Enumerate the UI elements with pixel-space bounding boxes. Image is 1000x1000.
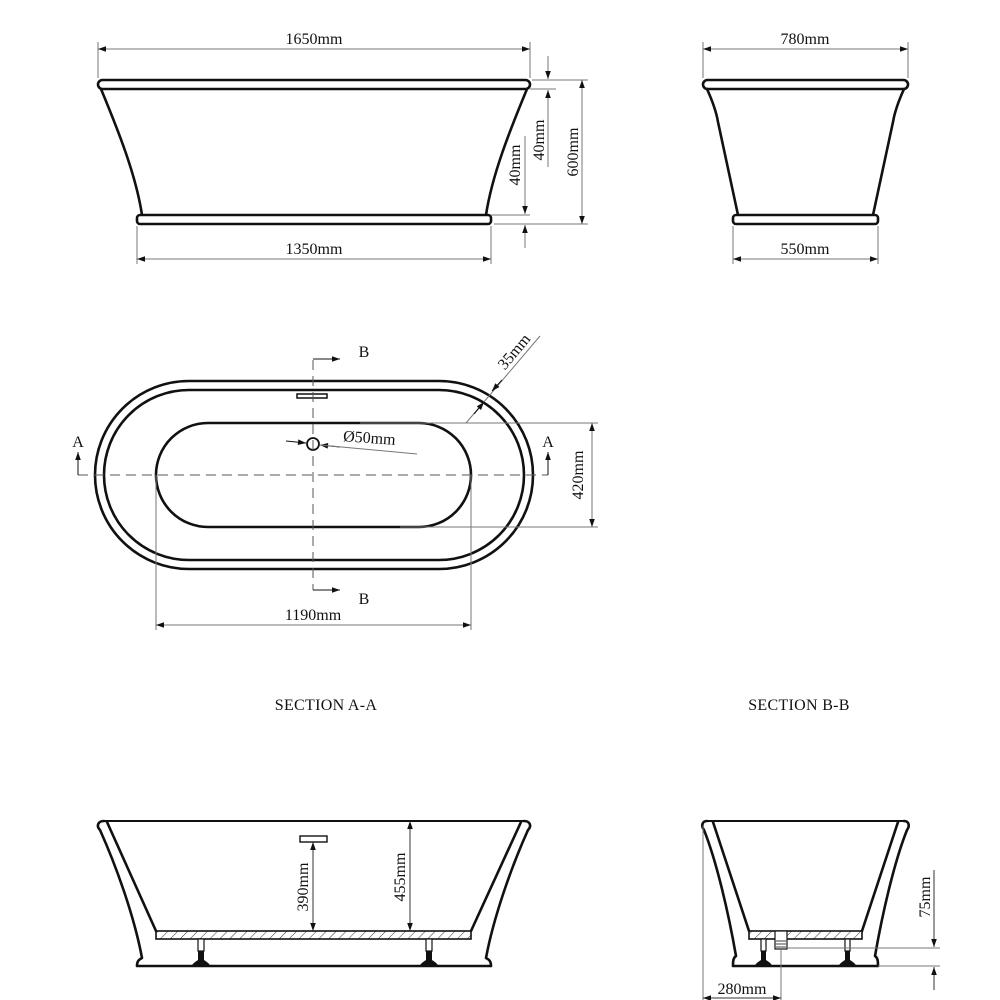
leveling-foot-b-left (755, 938, 772, 966)
dim-internal-depth: 455mm (392, 852, 409, 901)
overflow-slot (296, 393, 328, 399)
dim-base-width: 550mm (781, 241, 830, 258)
dim-top-width: 780mm (781, 31, 830, 48)
end-plinth (731, 213, 880, 226)
waste-fitting (774, 930, 788, 950)
side-rim (96, 78, 532, 91)
section-marker-b-top: B (359, 344, 370, 361)
leveling-foot-b-right (839, 938, 856, 966)
overflow-section (299, 835, 328, 843)
side-plinth (135, 213, 493, 226)
dim-base-length: 1350mm (286, 241, 343, 258)
end-rim (701, 78, 910, 91)
leveling-foot-left (192, 938, 210, 966)
plan-view: A A B B 1190mm 420mm 35mm Ø50mm (72, 331, 598, 630)
dim-overflow-height: 390mm (295, 862, 312, 911)
bath-floor-section-b (748, 930, 863, 940)
dim-rim-thickness: 35mm (495, 331, 535, 374)
dim-plinth-height: 40mm (507, 144, 524, 185)
section-b-b-view: 75mm 280mm (701, 819, 940, 1000)
bath-floor-section (155, 930, 472, 940)
dim-top-length: 1650mm (286, 31, 343, 48)
dim-rim-height: 40mm (531, 119, 548, 160)
section-marker-a-right: A (542, 434, 554, 451)
side-body (99, 87, 529, 217)
section-a-a-view: 390mm 455mm (96, 819, 532, 968)
section-marker-b-bottom: B (359, 591, 370, 608)
dim-waste-height: 75mm (917, 876, 934, 917)
dim-inner-length: 1190mm (285, 607, 342, 624)
leveling-foot-right (420, 938, 438, 966)
dim-inner-width: 420mm (570, 450, 587, 499)
dim-waste-offset: 280mm (718, 981, 767, 998)
end-body (705, 87, 906, 217)
end-elevation-view: 780mm 550mm (701, 31, 910, 264)
section-a-a-title: SECTION A-A (275, 697, 378, 714)
dim-waste-diameter: Ø50mm (343, 428, 397, 449)
side-elevation-view: 1650mm 1350mm 600mm 40mm 40mm (96, 31, 588, 264)
dim-total-height: 600mm (565, 127, 582, 176)
section-marker-a-left: A (72, 434, 84, 451)
section-b-b-title: SECTION B-B (748, 697, 850, 714)
